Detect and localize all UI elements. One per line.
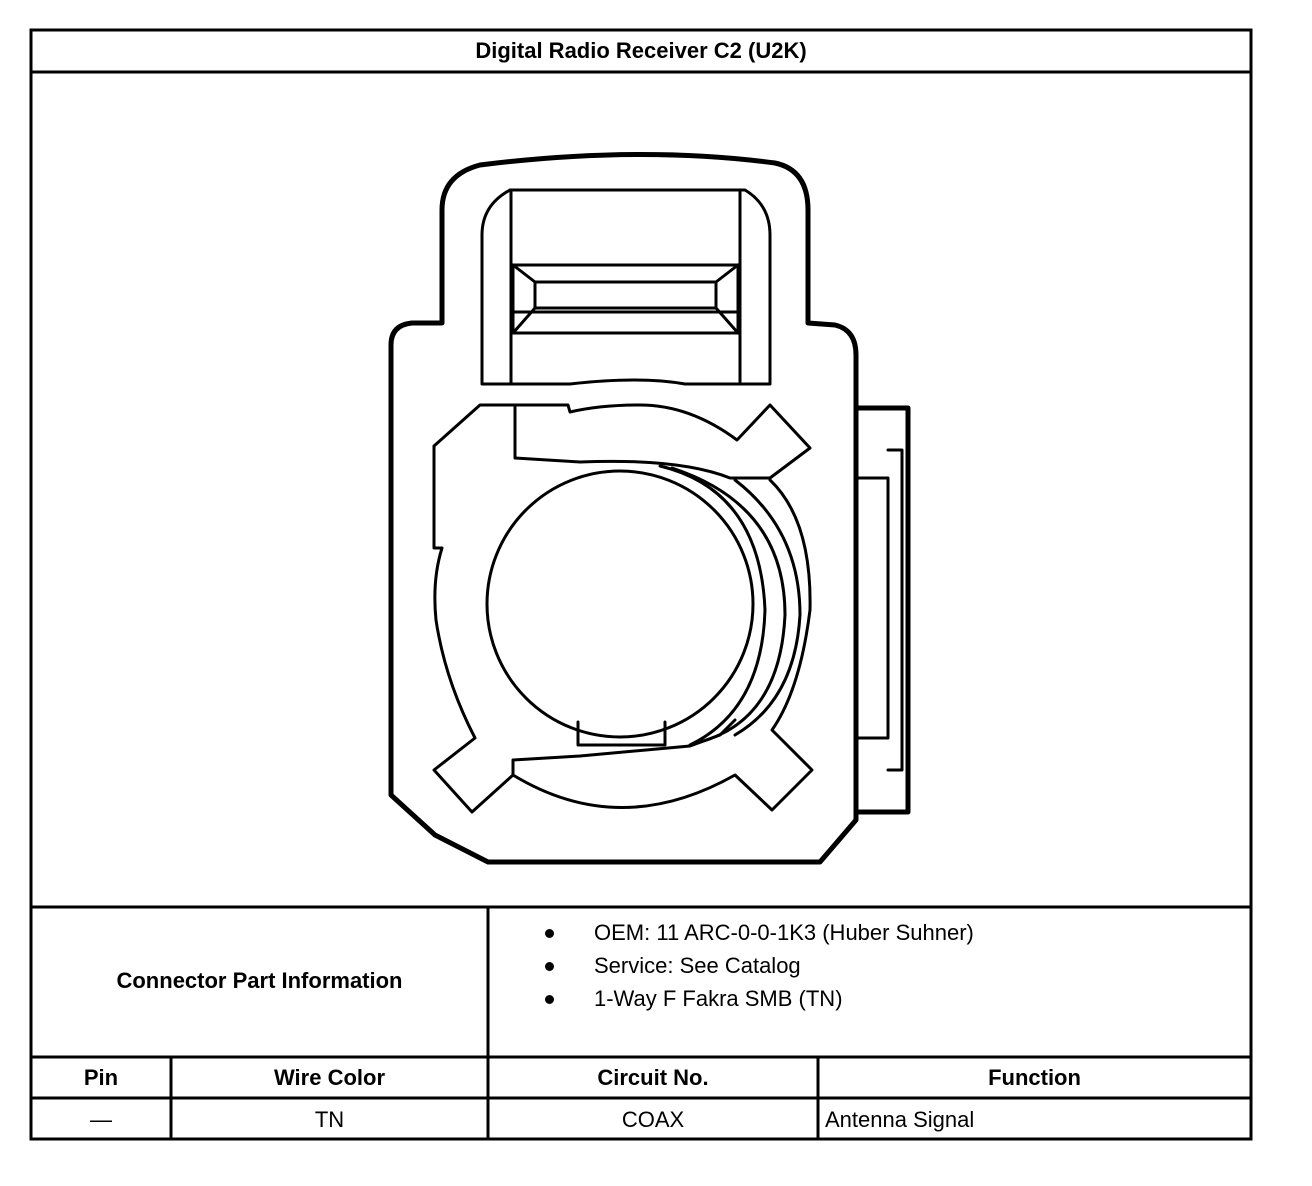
bullet-icon — [545, 929, 554, 938]
terminal-ring-3 — [733, 478, 802, 737]
diagram-title: Digital Radio Receiver C2 (U2K) — [475, 38, 807, 63]
side-rail-inner — [856, 476, 890, 740]
terminal-ring-1 — [658, 464, 767, 747]
cell-circuit-no: COAX — [621, 1107, 685, 1132]
terminal-socket — [485, 469, 755, 739]
connector-info-item: Service: See Catalog — [594, 953, 801, 978]
table-grid — [29, 28, 1253, 1141]
bullet-icon — [545, 995, 554, 1004]
connector-face-drawing — [388, 152, 911, 865]
latch-button-inner — [533, 280, 718, 310]
cavity-outline — [432, 403, 814, 814]
bullet-icon — [545, 962, 554, 971]
connector-housing-outline — [388, 152, 859, 865]
header-pin: Pin — [83, 1065, 119, 1090]
cell-wire-color: TN — [314, 1107, 345, 1132]
connector-part-info-label: Connector Part Information — [116, 968, 403, 993]
header-wire-color: Wire Color — [273, 1065, 386, 1090]
cell-function: Antenna Signal — [825, 1107, 975, 1132]
latch-button-outer — [511, 263, 740, 335]
connector-info-item: OEM: 11 ARC-0-0-1K3 (Huber Suhner) — [594, 920, 974, 945]
header-circuit-no: Circuit No. — [597, 1065, 709, 1090]
connector-info-item: 1-Way F Fakra SMB (TN) — [594, 986, 843, 1011]
terminal-ring-2 — [670, 466, 787, 744]
cell-pin: — — [90, 1107, 112, 1132]
latch-outline — [480, 188, 772, 386]
side-rail-outer — [855, 405, 911, 815]
terminal-key-notch — [576, 720, 667, 747]
side-rail-slot — [886, 448, 904, 772]
cavity-keyway — [511, 718, 737, 777]
header-function: Function — [988, 1065, 1081, 1090]
